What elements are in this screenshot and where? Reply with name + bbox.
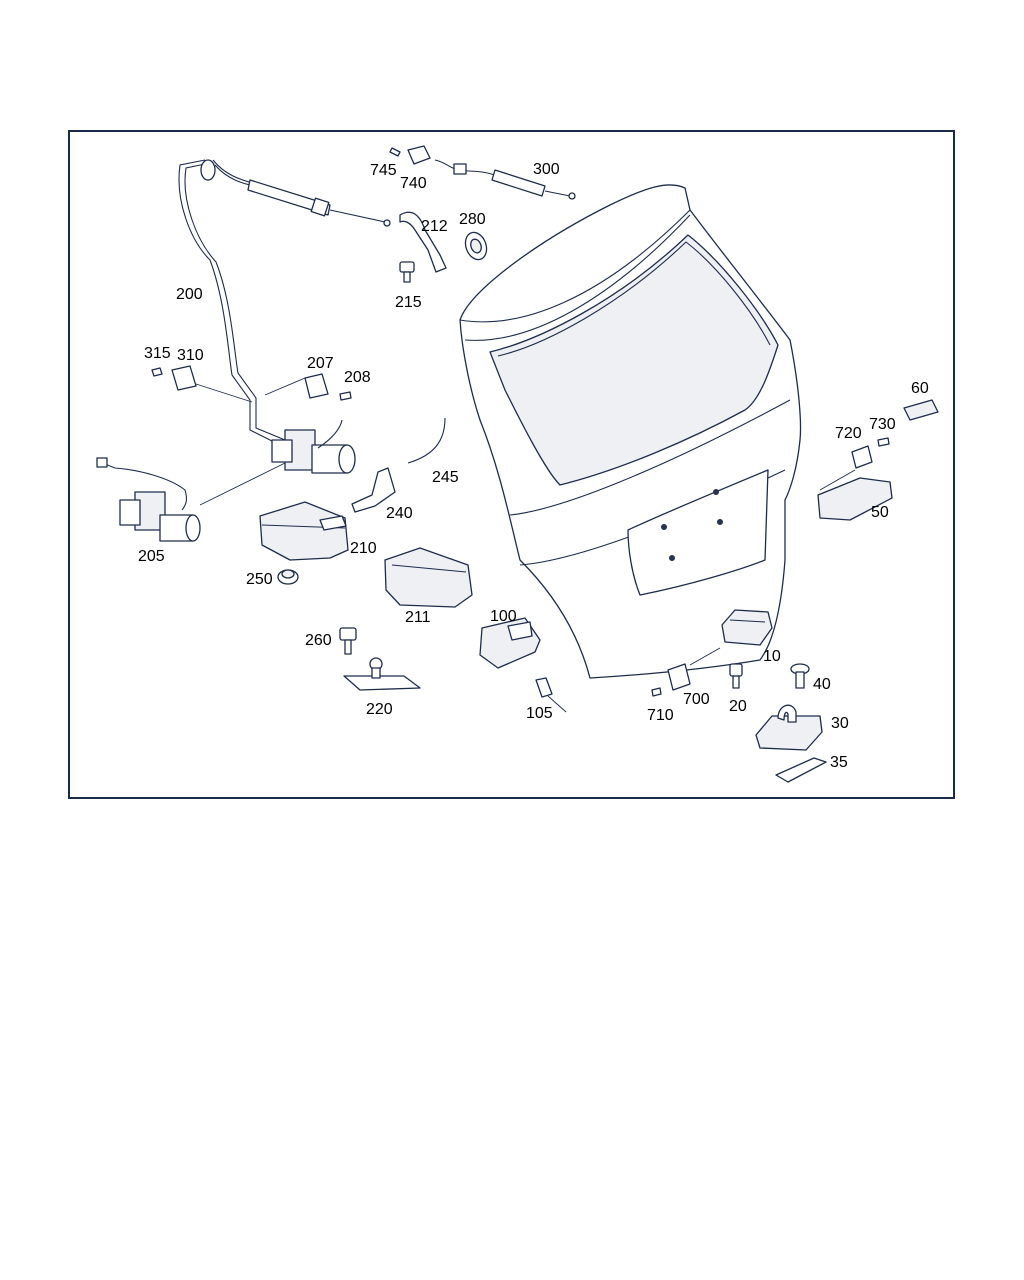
label-250: 250 bbox=[246, 571, 273, 588]
label-730: 730 bbox=[869, 416, 896, 433]
plate-35 bbox=[775, 757, 827, 783]
label-35: 35 bbox=[830, 754, 848, 771]
label-720: 720 bbox=[835, 425, 862, 442]
label-710: 710 bbox=[647, 707, 674, 724]
bracket-212 bbox=[399, 211, 447, 273]
grommet-250 bbox=[277, 569, 299, 585]
part-labels: 200 205 207 208 210 211 212 215 220 240 … bbox=[138, 161, 929, 771]
label-208: 208 bbox=[344, 369, 371, 386]
hydraulic-pump-upper bbox=[271, 419, 356, 474]
label-740: 740 bbox=[400, 175, 427, 192]
bracket-740 bbox=[407, 145, 431, 165]
screw-710 bbox=[651, 687, 662, 697]
label-30: 30 bbox=[831, 715, 849, 732]
lock-10 bbox=[689, 609, 773, 666]
screw-315 bbox=[151, 367, 163, 377]
label-310: 310 bbox=[177, 347, 204, 364]
gas-strut-upper bbox=[247, 179, 391, 227]
label-100: 100 bbox=[490, 608, 517, 625]
bracket-720 bbox=[851, 445, 873, 469]
label-10: 10 bbox=[763, 648, 781, 665]
bolt-20 bbox=[729, 663, 743, 689]
label-105: 105 bbox=[526, 705, 553, 722]
hydraulic-pump-205 bbox=[96, 457, 286, 542]
label-200: 200 bbox=[176, 286, 203, 303]
latch-50 bbox=[817, 469, 893, 521]
screw-208 bbox=[339, 391, 352, 401]
bracket-700 bbox=[667, 663, 691, 691]
bolt-40 bbox=[790, 663, 810, 689]
label-60: 60 bbox=[911, 380, 929, 397]
striker-30 bbox=[755, 704, 823, 751]
bracket-207 bbox=[264, 373, 329, 399]
label-220: 220 bbox=[366, 701, 393, 718]
label-280: 280 bbox=[459, 211, 486, 228]
switch-60 bbox=[903, 399, 939, 421]
label-215: 215 bbox=[395, 294, 422, 311]
bracket-240 bbox=[351, 467, 396, 513]
label-210: 210 bbox=[350, 540, 377, 557]
clip-105 bbox=[535, 677, 567, 713]
clip-745 bbox=[389, 147, 401, 157]
label-700: 700 bbox=[683, 691, 710, 708]
hydraulic-line-200 bbox=[178, 159, 286, 446]
label-212: 212 bbox=[421, 218, 448, 235]
label-300: 300 bbox=[533, 161, 560, 178]
label-40: 40 bbox=[813, 676, 831, 693]
label-205: 205 bbox=[138, 548, 165, 565]
cover-210 bbox=[259, 501, 349, 561]
label-315: 315 bbox=[144, 345, 171, 362]
handle-100 bbox=[479, 617, 541, 669]
screw-730 bbox=[877, 437, 890, 447]
tailgate-panel bbox=[459, 184, 802, 679]
label-50: 50 bbox=[871, 504, 889, 521]
grommet-280 bbox=[464, 231, 488, 261]
striker-plate-220 bbox=[343, 657, 421, 691]
bolt-260 bbox=[339, 627, 357, 655]
cover-211 bbox=[384, 547, 473, 608]
label-245: 245 bbox=[432, 469, 459, 486]
seal-strip-245 bbox=[407, 417, 446, 464]
bolt-215 bbox=[399, 261, 415, 283]
label-207: 207 bbox=[307, 355, 334, 372]
label-745: 745 bbox=[370, 162, 397, 179]
label-240: 240 bbox=[386, 505, 413, 522]
label-260: 260 bbox=[305, 632, 332, 649]
label-20: 20 bbox=[729, 698, 747, 715]
gas-strut-300 bbox=[434, 159, 576, 200]
label-211: 211 bbox=[405, 609, 431, 626]
bracket-310 bbox=[171, 365, 253, 403]
